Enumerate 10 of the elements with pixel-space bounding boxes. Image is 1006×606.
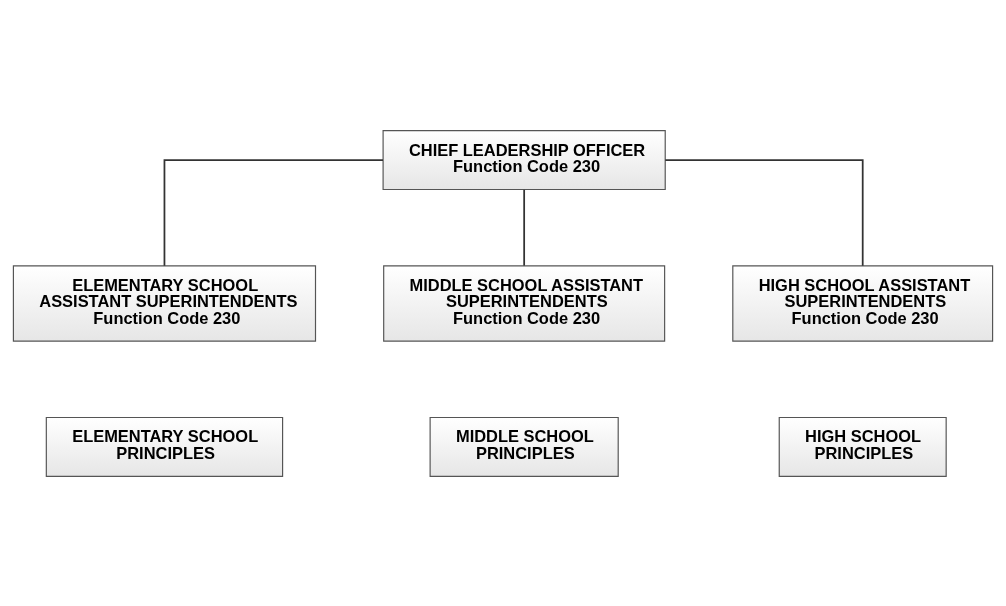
node-box: HIGH SCHOOL PRINCIPLES [778,416,947,477]
connector [163,158,384,267]
node-box: MIDDLE SCHOOL ASSISTANT SUPERINTENDENTS Function Code 230 [383,264,666,342]
connector [664,158,864,267]
node-box: ELEMENTARY SCHOOL PRINCIPLES [45,416,284,477]
node-box: MIDDLE SCHOOL PRINCIPLES [429,416,619,477]
connector [523,188,526,266]
node-box: HIGH SCHOOL ASSISTANT SUPERINTENDENTS Function Code 230 [732,264,994,342]
node-box: ELEMENTARY SCHOOL ASSISTANT SUPERINTENDENTS Function Code 230 [12,264,317,342]
node-box: CHIEF LEADERSHIP OFFICER Function Code 230 [382,129,666,190]
